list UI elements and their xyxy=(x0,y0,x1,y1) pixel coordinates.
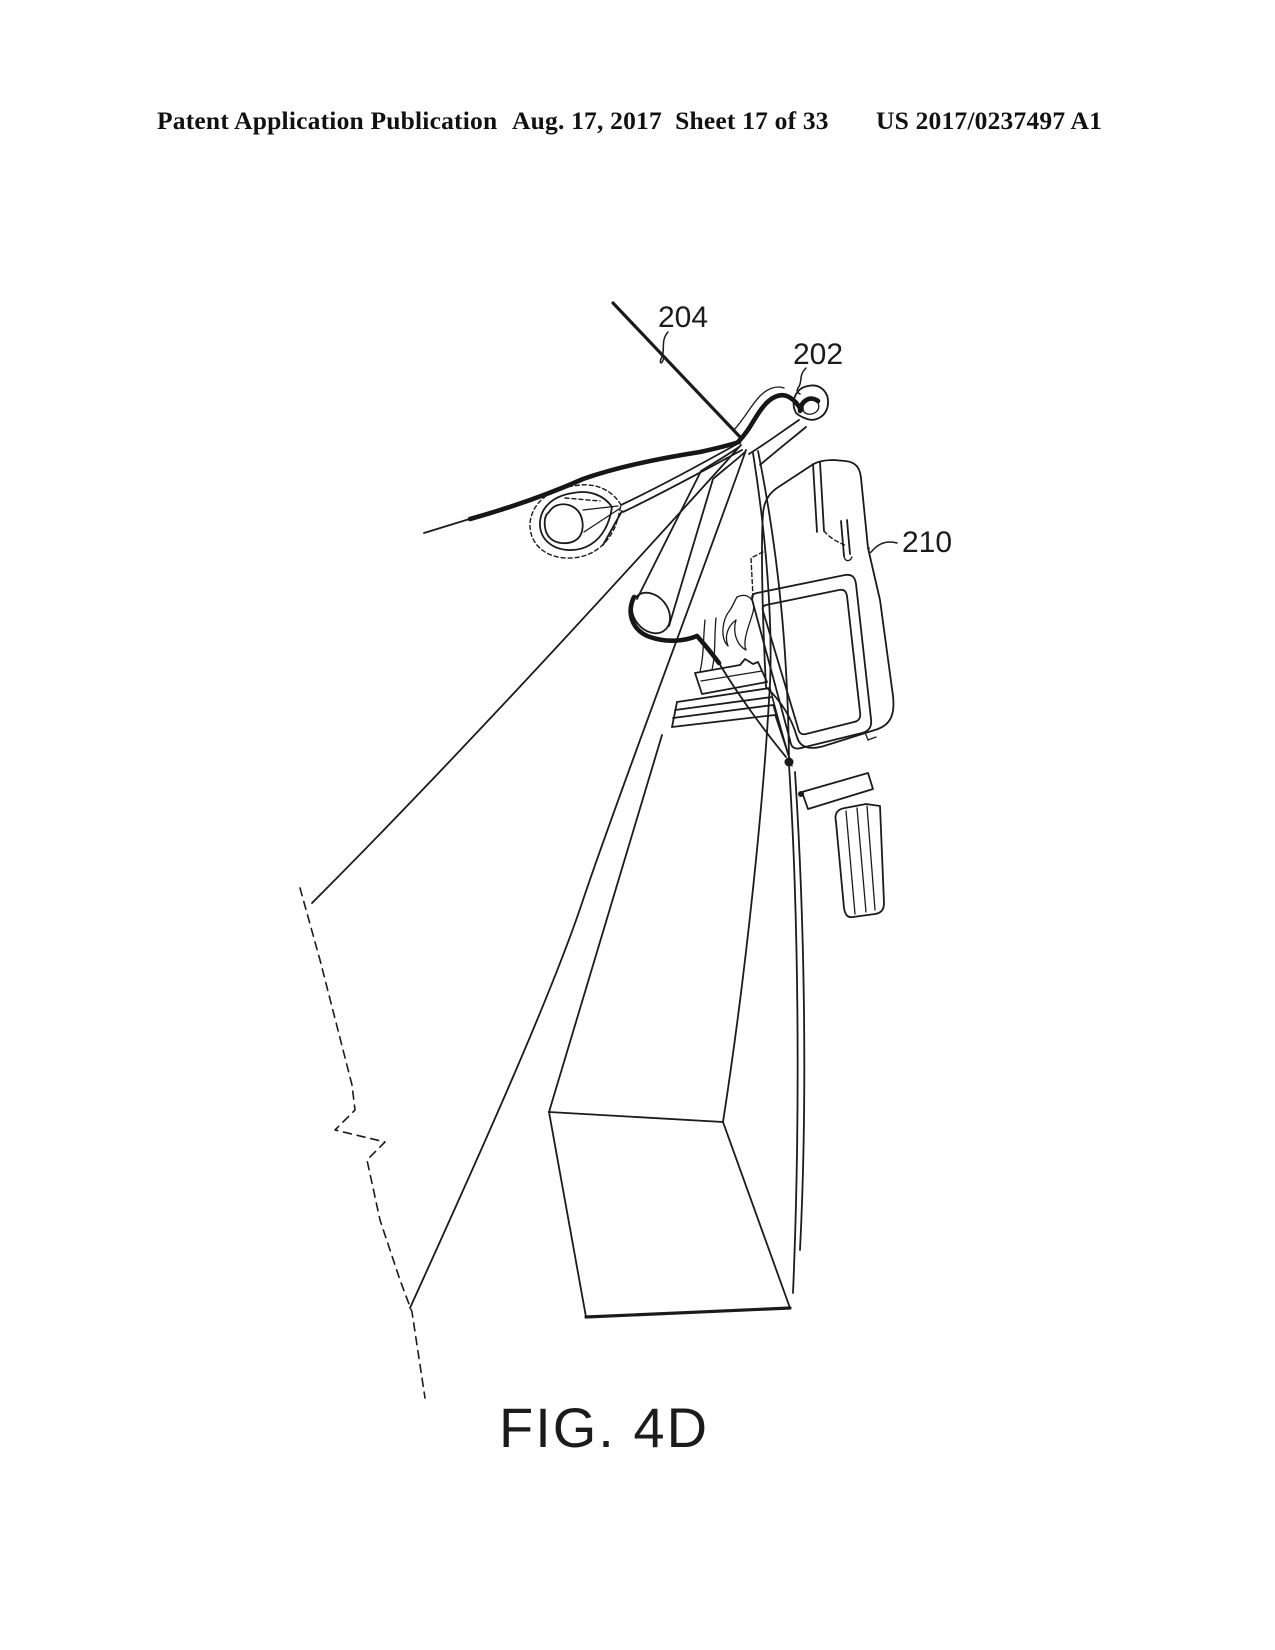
hairpin-line-2 xyxy=(759,426,807,466)
header-publication-number: US 2017/0237497 A1 xyxy=(876,106,1103,135)
bracket-window-frame xyxy=(751,573,873,750)
rail-left-cap xyxy=(671,701,678,728)
thimble-outline xyxy=(539,491,613,551)
tube-end-ellipse xyxy=(631,591,671,635)
thimble-cone-bottom xyxy=(602,510,623,546)
ribbed-piece-outline xyxy=(834,803,885,919)
cable-hump-outline xyxy=(732,386,785,432)
tube-left-edge xyxy=(636,446,740,600)
tube-right-edge xyxy=(668,451,746,627)
ref-leader-204 xyxy=(659,331,669,364)
panel-break-line xyxy=(299,887,426,1399)
cable-hump-over-hook xyxy=(735,392,804,445)
band-down-line-1 xyxy=(788,764,799,1294)
bracket-window-inner xyxy=(761,588,862,736)
rib-line-2 xyxy=(856,807,867,913)
rail-cascade-4 xyxy=(774,714,793,767)
bracket-slot-step-dashed xyxy=(823,530,848,547)
box-bottom-edge xyxy=(584,1306,792,1319)
ref-label-202: 202 xyxy=(793,338,843,371)
cable-run-to-knot xyxy=(718,662,787,758)
cable-thimble xyxy=(529,442,743,559)
panel-right-edge xyxy=(409,449,747,1309)
loop-outer-outline xyxy=(792,384,829,421)
thimble-eye-hole xyxy=(543,503,584,545)
rail-plate-inner xyxy=(700,670,763,682)
ref-label-210: 210 xyxy=(902,526,952,559)
box-front-right-edge xyxy=(722,1121,791,1309)
bracket-right-slot-1 xyxy=(840,520,845,557)
twist-tab-outline xyxy=(722,594,755,651)
reference-labels: 204 202 210 xyxy=(658,301,952,559)
box-front-left-edge xyxy=(548,1111,587,1318)
rib-line-1 xyxy=(845,810,856,915)
rolled-tube xyxy=(628,446,804,797)
rail-plate xyxy=(694,658,768,695)
header-publication-type: Patent Application Publication xyxy=(157,106,498,135)
box-right-top-edge xyxy=(722,452,772,1123)
rail-line-4 xyxy=(671,714,776,728)
strap-fan xyxy=(311,444,806,1309)
rail-line-1 xyxy=(676,687,771,703)
break-lines xyxy=(299,887,426,1399)
hanging-box xyxy=(548,452,792,1319)
rail-pole-1 xyxy=(699,619,706,673)
rail-pole-2 xyxy=(711,617,717,671)
thimble-strap-line-2 xyxy=(622,449,743,513)
figure-caption: FIG. 4D xyxy=(499,1396,709,1459)
ref-leader-210 xyxy=(868,541,898,554)
connector-band xyxy=(801,772,874,810)
rail-line-3 xyxy=(672,704,774,719)
hairpin-line-1 xyxy=(748,419,800,455)
bracket-left-step-dashed xyxy=(750,551,764,598)
strap-to-band-knot xyxy=(757,450,790,763)
bracket-bottom-notch xyxy=(864,731,877,741)
rail-line-2 xyxy=(674,696,773,711)
bracket-top-slot-1 xyxy=(812,463,818,533)
hook-loop-202 xyxy=(748,384,829,466)
loop-cable-fill xyxy=(797,396,821,414)
bracket-right-slot-hook xyxy=(843,555,853,562)
thimble-cone-line-2 xyxy=(583,508,620,533)
bracket-top-slot-2 xyxy=(819,461,825,532)
page-header: Patent Application Publication Aug. 17, … xyxy=(0,0,1275,150)
thimble-strap-line-1 xyxy=(620,442,740,506)
rib-line-3 xyxy=(866,805,876,911)
ref-label-204: 204 xyxy=(658,301,708,334)
bracket-outer-outline xyxy=(761,459,895,749)
thimble-cone-dash xyxy=(564,497,601,502)
cable-wrap-tail xyxy=(694,633,722,666)
band-down-line-2 xyxy=(794,771,806,1251)
panel-left-edge xyxy=(311,444,742,904)
box-front-top-edge xyxy=(548,1111,724,1123)
cable-upper-segment xyxy=(611,301,743,440)
header-date-sheet: Aug. 17, 2017 Sheet 17 of 33 xyxy=(512,106,829,135)
cable-wrap-around-tube xyxy=(628,594,700,643)
bracket-right-slot-2 xyxy=(846,519,851,555)
lower-connector xyxy=(801,772,885,919)
box-left-top-edge xyxy=(548,734,663,1113)
lanyard-cable-204 xyxy=(423,301,804,534)
thimble-cone-line-1 xyxy=(582,505,619,511)
cable-left-bold-run xyxy=(467,439,742,522)
ref-leader-202 xyxy=(796,367,807,395)
mounting-rail xyxy=(671,617,793,767)
thimble-outer-dashed xyxy=(529,484,622,559)
cable-left-thin-end xyxy=(423,516,477,534)
